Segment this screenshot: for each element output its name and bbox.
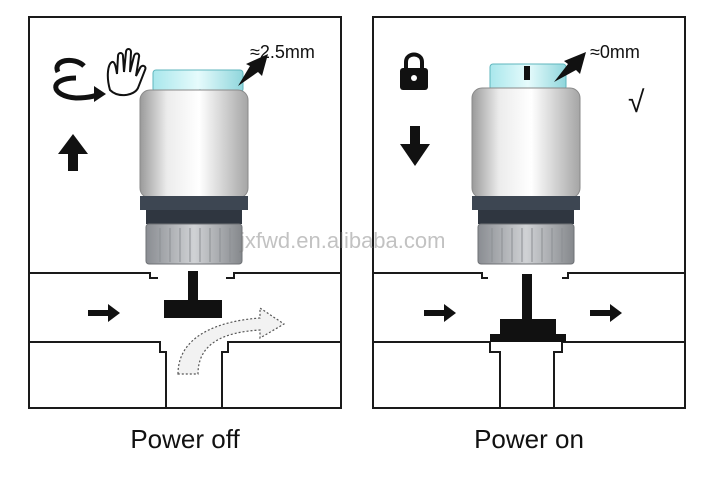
power-on-diagram: ≈0mm √ — [372, 16, 686, 409]
actuator-cap — [152, 69, 244, 93]
valve-plate — [500, 319, 556, 337]
power-on-caption: Power on — [474, 424, 584, 454]
pointer-arrow-icon — [238, 54, 268, 86]
valve-seat-right — [553, 341, 685, 409]
measure-label: ≈0mm — [590, 42, 640, 62]
power-off-caption: Power off — [130, 424, 240, 454]
down-arrow-icon — [400, 126, 430, 166]
power-off-panel: ≈2.5mm — [28, 16, 342, 409]
pipe-top-wall-left — [373, 272, 488, 279]
flow-arrow-icon — [88, 304, 120, 322]
actuator-body — [471, 87, 581, 199]
actuator-base — [472, 196, 580, 210]
panel-frame — [28, 16, 342, 409]
actuator-body — [139, 89, 249, 199]
flow-curve-arrow-icon — [177, 306, 286, 375]
panel-frame — [372, 16, 686, 409]
actuator-base — [140, 196, 248, 210]
valve-seat-right — [221, 341, 341, 409]
valve-stem — [522, 274, 532, 320]
valve-seat-left — [373, 341, 501, 409]
pointer-arrow-icon — [554, 52, 586, 82]
measure-label: ≈2.5mm — [250, 42, 315, 62]
lock-icon — [400, 52, 428, 90]
watermark: jxfwd.en.alibaba.com — [240, 228, 446, 253]
power-off-diagram: ≈2.5mm — [28, 16, 342, 409]
valve-seat-left — [29, 341, 167, 409]
valve-plate — [164, 300, 222, 318]
valve-stem — [188, 271, 198, 301]
pipe-top-wall-right — [562, 272, 685, 279]
pipe-top-wall-left — [29, 272, 158, 279]
checkmark-icon: √ — [628, 86, 645, 119]
flow-arrow-right-icon — [590, 304, 622, 322]
flow-arrow-left-icon — [424, 304, 456, 322]
up-arrow-icon — [58, 134, 88, 171]
pipe-top-wall-right — [226, 272, 341, 279]
power-on-panel: ≈0mm √ — [372, 16, 686, 409]
hand-icon — [106, 48, 147, 96]
